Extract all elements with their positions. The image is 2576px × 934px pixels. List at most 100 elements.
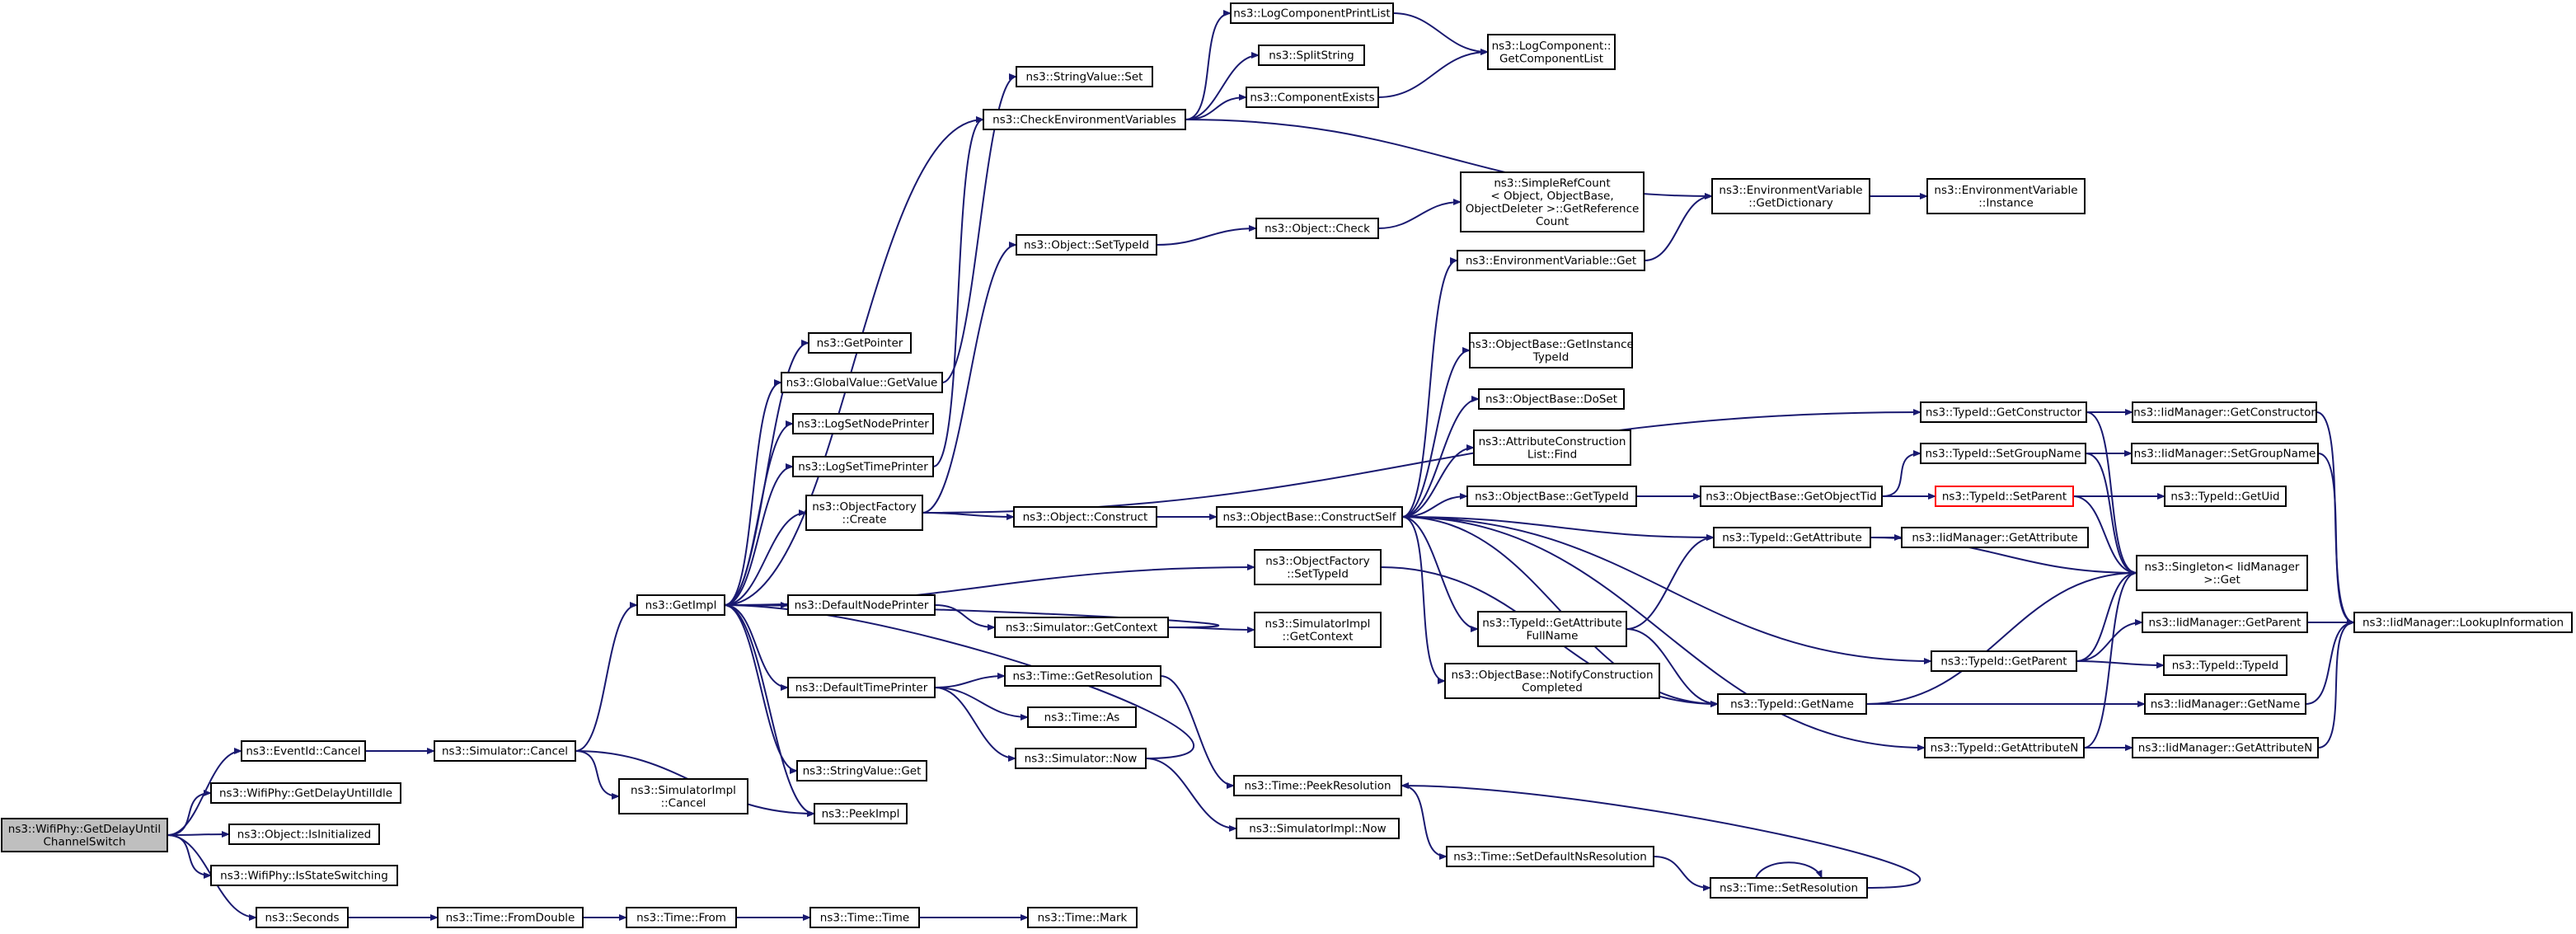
node-box bbox=[787, 594, 936, 616]
node-box bbox=[1710, 877, 1868, 899]
node-label: ns3::TypeId::SetGroupName bbox=[1925, 448, 2081, 461]
node-isinitialized[interactable]: ns3::Object::IsInitialized bbox=[228, 824, 380, 845]
node-time-as[interactable]: ns3::Time::As bbox=[1027, 706, 1137, 728]
node-tid-getname[interactable]: ns3::TypeId::GetName bbox=[1717, 693, 1867, 715]
node-simimpl-getcontext[interactable]: ns3::SimulatorImpl::GetContext bbox=[1254, 612, 1382, 648]
call-edge-getimpl-to-logsettimeprinter bbox=[724, 463, 794, 606]
node-sim-getcontext[interactable]: ns3::Simulator::GetContext bbox=[994, 617, 1169, 638]
node-fromdouble[interactable]: ns3::Time::FromDouble bbox=[437, 907, 584, 928]
node-getimpl[interactable]: ns3::GetImpl bbox=[636, 594, 725, 616]
call-edge-ob-constructself-to-tid-getattrfullname bbox=[1401, 516, 1479, 632]
node-label: ::Instance bbox=[1978, 196, 2034, 209]
node-logsettimeprinter[interactable]: ns3::LogSetTimePrinter bbox=[792, 456, 934, 477]
node-of-settypeid[interactable]: ns3::ObjectFactory::SetTypeId bbox=[1254, 549, 1382, 585]
node-obj-check[interactable]: ns3::Object::Check bbox=[1255, 218, 1379, 239]
node-time-mark[interactable]: ns3::Time::Mark bbox=[1027, 907, 1138, 928]
node-iid-setgroupname[interactable]: ns3::IidManager::SetGroupName bbox=[2131, 443, 2319, 464]
node-tid-getconstructor[interactable]: ns3::TypeId::GetConstructor bbox=[1920, 401, 2087, 423]
node-getcomponentlist[interactable]: ns3::LogComponent::GetComponentList bbox=[1487, 34, 1616, 70]
node-time-from[interactable]: ns3::Time::From bbox=[626, 907, 737, 928]
call-edge-ob-constructself-to-ob-getinstancetypeid bbox=[1401, 347, 1471, 518]
node-label: ns3::PeekImpl bbox=[822, 808, 900, 821]
node-time-time[interactable]: ns3::Time::Time bbox=[809, 907, 920, 928]
node-iid-lookupinfo[interactable]: ns3::IidManager::LookupInformation bbox=[2353, 612, 2573, 633]
node-gv-getvalue[interactable]: ns3::GlobalValue::GetValue bbox=[781, 372, 943, 393]
node-time-setresolution[interactable]: ns3::Time::SetResolution bbox=[1710, 877, 1868, 899]
node-eventid-cancel[interactable]: ns3::EventId::Cancel bbox=[241, 740, 366, 762]
node-singleton-get[interactable]: ns3::Singleton< IidManager>::Get bbox=[2136, 555, 2308, 591]
call-edge-getimpl-to-peekimpl bbox=[724, 604, 815, 817]
node-isstateswitching[interactable]: ns3::WifiPhy::IsStateSwitching bbox=[210, 865, 398, 886]
node-sv-set[interactable]: ns3::StringValue::Set bbox=[1016, 66, 1153, 87]
node-iid-getparent[interactable]: ns3::IidManager::GetParent bbox=[2142, 612, 2308, 633]
node-getpointer[interactable]: ns3::GetPointer bbox=[808, 332, 912, 354]
node-box bbox=[1935, 486, 2074, 507]
node-tid-getparent[interactable]: ns3::TypeId::GetParent bbox=[1931, 650, 2077, 672]
node-label: ns3::StringValue::Set bbox=[1026, 71, 1143, 84]
node-tid-typeid[interactable]: ns3::TypeId::TypeId bbox=[2163, 655, 2287, 676]
node-defaultnodeprinter[interactable]: ns3::DefaultNodePrinter bbox=[787, 594, 936, 616]
node-componentexists[interactable]: ns3::ComponentExists bbox=[1246, 87, 1379, 108]
node-of-create[interactable]: ns3::ObjectFactory::Create bbox=[805, 495, 923, 531]
call-edge-root-to-isinitialized bbox=[167, 831, 230, 838]
node-tid-getattribute[interactable]: ns3::TypeId::GetAttribute bbox=[1713, 527, 1871, 548]
node-logprintlist[interactable]: ns3::LogComponentPrintList bbox=[1230, 2, 1394, 24]
node-sim-cancel[interactable]: ns3::Simulator::Cancel bbox=[434, 740, 576, 762]
node-ob-doset[interactable]: ns3::ObjectBase::DoSet bbox=[1478, 388, 1625, 410]
node-envvar-getdict[interactable]: ns3::EnvironmentVariable::GetDictionary bbox=[1711, 178, 1870, 214]
node-logsetnodeprinter[interactable]: ns3::LogSetNodePrinter bbox=[792, 413, 934, 434]
node-iid-getconstructor[interactable]: ns3::IidManager::GetConstructor bbox=[2132, 401, 2317, 423]
node-label: List::Find bbox=[1527, 448, 1577, 461]
node-simimpl-now[interactable]: ns3::SimulatorImpl::Now bbox=[1236, 818, 1400, 839]
node-ob-gettypeid[interactable]: ns3::ObjectBase::GetTypeId bbox=[1466, 486, 1637, 507]
node-label: ns3::SimulatorImpl::Now bbox=[1249, 823, 1386, 836]
node-ob-notifyconstruction[interactable]: ns3::ObjectBase::NotifyConstructionCompl… bbox=[1444, 663, 1660, 699]
node-box bbox=[1254, 549, 1382, 585]
node-obj-settypeid[interactable]: ns3::Object::SetTypeId bbox=[1016, 234, 1157, 256]
node-getdelayuntilidle[interactable]: ns3::WifiPhy::GetDelayUntilIdle bbox=[210, 782, 401, 804]
node-box bbox=[1713, 527, 1871, 548]
node-tid-setparent[interactable]: ns3::TypeId::SetParent bbox=[1935, 486, 2074, 507]
node-label: ns3::SimulatorImpl bbox=[631, 784, 736, 797]
node-setdefaultnsres[interactable]: ns3::Time::SetDefaultNsResolution bbox=[1446, 846, 1654, 867]
node-box bbox=[809, 907, 920, 928]
node-simimpl-cancel[interactable]: ns3::SimulatorImpl::Cancel bbox=[618, 778, 748, 814]
node-envvar-instance[interactable]: ns3::EnvironmentVariable::Instance bbox=[1926, 178, 2086, 214]
node-seconds[interactable]: ns3::Seconds bbox=[256, 907, 349, 928]
node-tid-setgroupname[interactable]: ns3::TypeId::SetGroupName bbox=[1920, 443, 2086, 464]
node-simplerefcount[interactable]: ns3::SimpleRefCount< Object, ObjectBase,… bbox=[1460, 171, 1645, 232]
node-label: ns3::Time::SetResolution bbox=[1720, 882, 1858, 895]
node-splitstring[interactable]: ns3::SplitString bbox=[1258, 45, 1365, 66]
node-iid-getattributen[interactable]: ns3::IidManager::GetAttributeN bbox=[2132, 737, 2319, 758]
node-ob-getobjecttid[interactable]: ns3::ObjectBase::GetObjectTid bbox=[1700, 486, 1883, 507]
node-label: ns3::StringValue::Get bbox=[803, 765, 922, 778]
node-label: ns3::ObjectFactory bbox=[1265, 555, 1370, 568]
node-label: ns3::SplitString bbox=[1269, 49, 1354, 63]
call-edge-obj-check-to-simplerefcount bbox=[1377, 199, 1462, 229]
call-edge-ob-constructself-to-tid-getname bbox=[1401, 516, 1719, 707]
node-iid-getattribute[interactable]: ns3::IidManager::GetAttribute bbox=[1901, 527, 2089, 548]
node-tid-getuid[interactable]: ns3::TypeId::GetUid bbox=[2164, 486, 2287, 507]
node-checkenv[interactable]: ns3::CheckEnvironmentVariables bbox=[983, 109, 1186, 130]
node-peekresolution[interactable]: ns3::Time::PeekResolution bbox=[1233, 775, 1402, 796]
node-time-getresolution[interactable]: ns3::Time::GetResolution bbox=[1004, 665, 1161, 687]
node-ob-constructself[interactable]: ns3::ObjectBase::ConstructSelf bbox=[1216, 506, 1403, 528]
node-sim-now[interactable]: ns3::Simulator::Now bbox=[1015, 748, 1147, 769]
node-sv-get[interactable]: ns3::StringValue::Get bbox=[796, 760, 927, 781]
node-label: ns3::Time::As bbox=[1044, 711, 1120, 725]
node-label: Completed bbox=[1522, 681, 1583, 694]
call-edge-root-to-getdelayuntilidle bbox=[167, 790, 212, 836]
node-defaulttimeprinter[interactable]: ns3::DefaultTimePrinter bbox=[787, 677, 936, 698]
node-peekimpl[interactable]: ns3::PeekImpl bbox=[814, 803, 908, 824]
node-obj-construct[interactable]: ns3::Object::Construct bbox=[1013, 506, 1157, 528]
node-box bbox=[1469, 332, 1633, 368]
node-envvar-get[interactable]: ns3::EnvironmentVariable::Get bbox=[1457, 250, 1645, 271]
call-edge-peekresolution-to-setdefaultnsres bbox=[1401, 785, 1448, 860]
node-tid-getattributen[interactable]: ns3::TypeId::GetAttributeN bbox=[1924, 737, 2085, 758]
node-iid-getname[interactable]: ns3::IidManager::GetName bbox=[2144, 693, 2306, 715]
node-box bbox=[1931, 650, 2077, 672]
